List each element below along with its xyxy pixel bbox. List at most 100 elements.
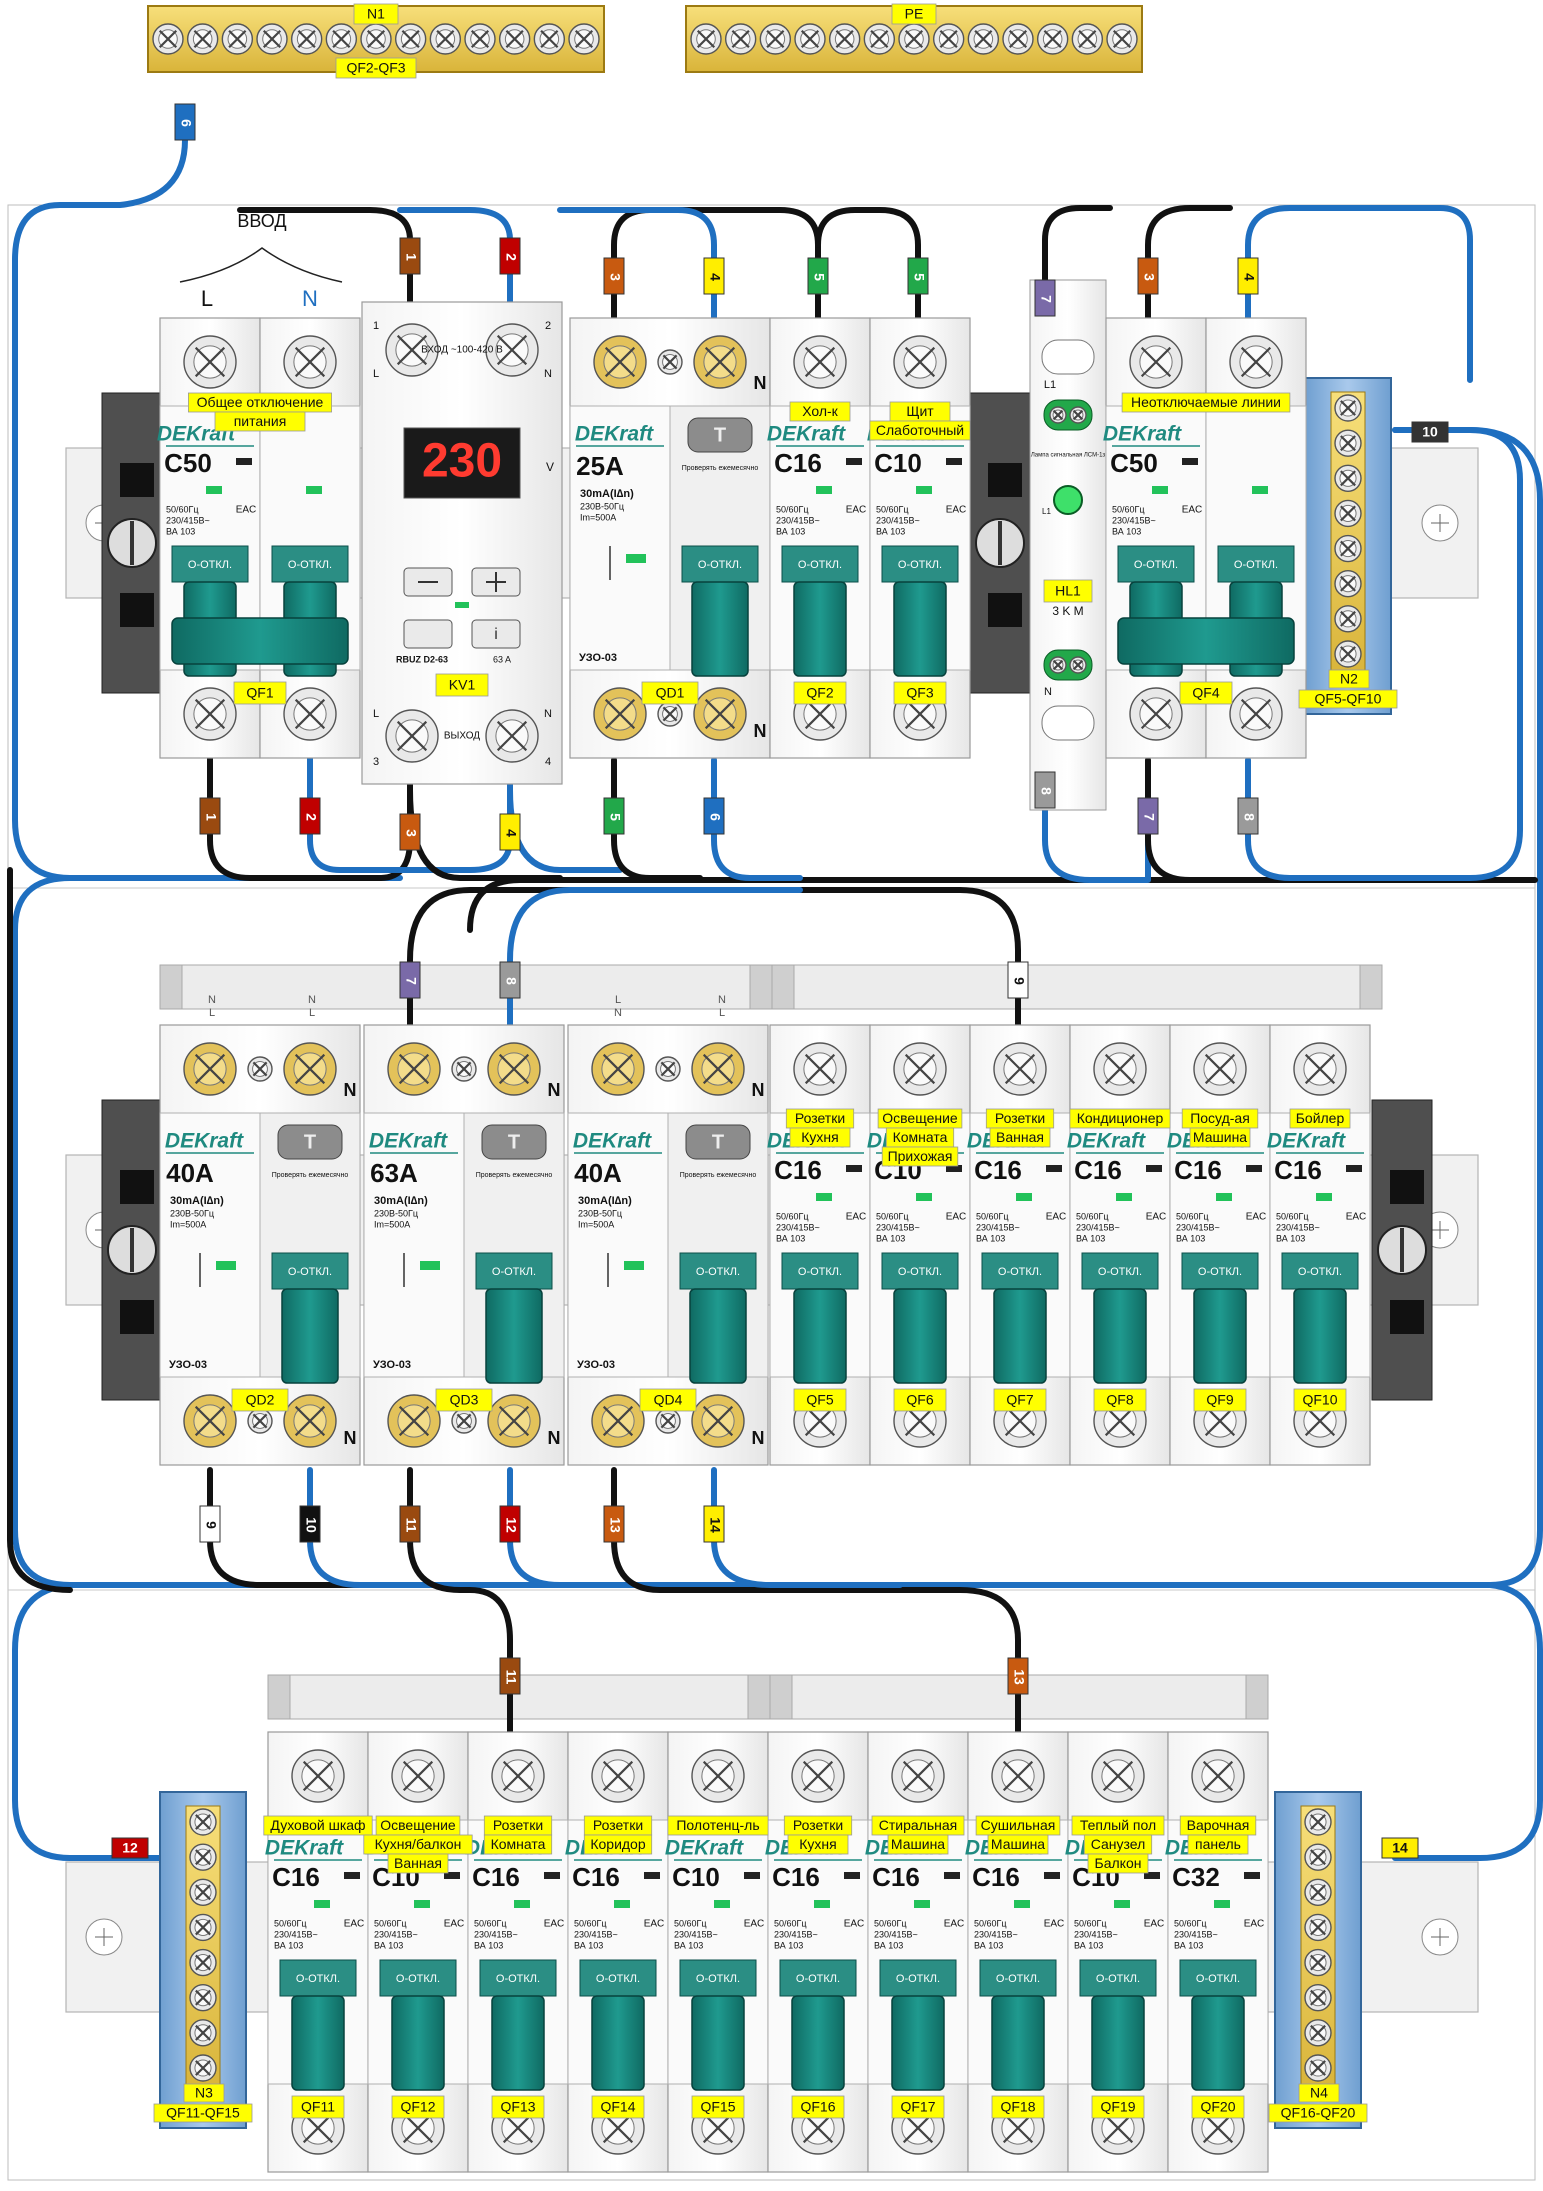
screw-terminal <box>186 23 219 55</box>
label-bg <box>991 2095 1045 2119</box>
label-text: Розетки <box>795 1110 845 1126</box>
screw-terminal <box>1334 429 1362 457</box>
screw-slot <box>366 29 386 49</box>
screw-slot <box>804 346 836 378</box>
end-stop-part <box>120 1300 154 1334</box>
comb-busbar-end <box>159 964 183 1010</box>
marker-number: 5 <box>811 273 827 281</box>
screw-terminal <box>1091 1749 1145 1803</box>
toggle-bridge <box>1117 617 1295 665</box>
screw-slot <box>502 2112 534 2144</box>
wire-marker: 7 <box>399 961 421 999</box>
wire-marker: 11 <box>399 1505 421 1543</box>
spec-text: ВА 103 <box>874 1940 903 1950</box>
label-text: PE <box>905 6 924 22</box>
screw-slot <box>602 1405 634 1437</box>
screw-slot <box>1072 409 1084 421</box>
screw-slot <box>456 1413 472 1429</box>
terminal-letter: N <box>544 708 552 720</box>
label-bg <box>1328 669 1370 689</box>
label-text: Машина <box>1193 1129 1247 1145</box>
marker-number: 11 <box>503 1670 519 1685</box>
marker-sleeve <box>1411 421 1449 443</box>
label-bg <box>1298 2083 1340 2103</box>
screw-slot <box>498 1053 530 1085</box>
label-text: Кухня <box>801 1129 838 1145</box>
screw-slot <box>456 1061 472 1077</box>
marker-number: 12 <box>122 1840 138 1856</box>
toggle-lever <box>1093 1288 1147 1384</box>
eac-mark: EAC <box>1046 1212 1067 1223</box>
screw-slot <box>402 1760 434 1792</box>
comb-busbar-end <box>747 1674 771 1720</box>
relay-model: RBUZ D2-63 <box>396 654 448 664</box>
circuit-note: Розетки <box>785 1108 855 1129</box>
label-bg <box>789 1127 851 1148</box>
spec-text: 50/60Гц <box>574 1918 607 1928</box>
breaker-id: QD3 <box>435 1388 493 1412</box>
relay-out-label: ВЫХОД <box>444 731 480 742</box>
circuit-note: Машина <box>987 1834 1049 1855</box>
busbar-n3 <box>159 1791 247 2129</box>
screw-terminal <box>491 1749 545 1803</box>
terminal-num: 2 <box>545 320 551 332</box>
circuit-note: Розетки <box>483 1815 553 1836</box>
spec-text: 230/415В~ <box>166 515 210 525</box>
busbar-n2 <box>1304 377 1392 715</box>
marker-number: 12 <box>503 1517 519 1533</box>
spec-text: 230/415В~ <box>1076 1222 1120 1232</box>
screw-slot <box>1310 1884 1326 1901</box>
terminal-num: 3 <box>373 756 379 768</box>
marker-sleeve <box>499 1657 521 1695</box>
screw-terminal <box>1334 640 1362 668</box>
screw-slot <box>1004 1053 1036 1085</box>
screw-terminal <box>1106 23 1138 55</box>
screw-terminal <box>387 1042 441 1096</box>
screw-slot <box>1340 400 1356 416</box>
toggle-lever <box>281 1288 339 1384</box>
label-text: Кухня <box>799 1836 836 1852</box>
wire-qf4-l <box>1145 205 1233 323</box>
screw-slot <box>1340 435 1356 452</box>
label-text: QF8 <box>1106 1392 1133 1408</box>
status-led <box>216 1261 236 1270</box>
label-text: QF15 <box>700 2099 735 2115</box>
lamp-code: 3 K M <box>1052 604 1083 618</box>
label-bg <box>987 1834 1049 1855</box>
screw-terminal <box>655 1408 681 1434</box>
screw-slot <box>302 1760 334 1792</box>
screw-terminal <box>791 1749 845 1803</box>
spec-text: 230/415В~ <box>1112 515 1156 525</box>
wire-marker: 1 <box>199 797 221 835</box>
marker-number: 2 <box>303 813 319 821</box>
test-button <box>687 417 753 453</box>
screw-slot <box>252 1413 268 1429</box>
marker-number: 7 <box>1038 295 1054 303</box>
marker-sleeve <box>907 257 929 295</box>
label-bg <box>691 2095 745 2119</box>
breaker-id: QF10 <box>1293 1388 1347 1412</box>
rating-text: C16 <box>272 1862 320 1892</box>
end-stop-part <box>120 593 154 627</box>
spec-text: 50/60Гц <box>1076 1211 1109 1221</box>
label-text: QF14 <box>600 2099 635 2115</box>
off-label: О-ОТКЛ. <box>188 559 232 571</box>
screw-terminal <box>1304 1843 1332 1871</box>
wire-marker: 4 <box>1237 257 1259 295</box>
screw-terminal <box>1071 23 1104 55</box>
marker-sleeve <box>1137 257 1159 295</box>
spec-text: Im=500A <box>170 1219 206 1229</box>
test-button <box>481 1124 547 1160</box>
screw-terminal <box>591 1042 645 1096</box>
status-led <box>1152 486 1168 494</box>
screw-terminal <box>1304 1808 1332 1836</box>
label-text: QF6 <box>906 1392 933 1408</box>
label-bg <box>1191 2095 1245 2119</box>
circuit-note: Кондиционер <box>1069 1108 1171 1129</box>
indicator-slot <box>236 458 252 465</box>
label-bg <box>183 2083 225 2103</box>
label-text: QF2 <box>806 685 833 701</box>
screw-terminal <box>693 335 747 389</box>
